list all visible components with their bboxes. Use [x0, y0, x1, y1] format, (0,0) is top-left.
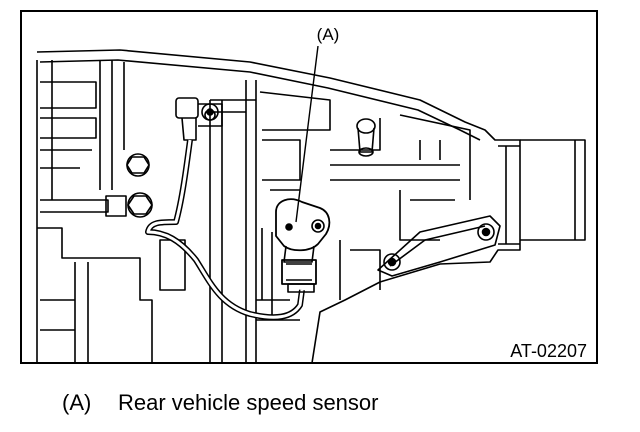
housing-inner-edge: [39, 59, 481, 141]
left-lower-casing: [37, 227, 186, 363]
legend-item: (A) Rear vehicle speed sensor: [62, 390, 378, 416]
center-bracket-ribs: [256, 91, 331, 321]
callout-label-bg: [310, 24, 346, 46]
bolt-middle-left: [127, 192, 153, 218]
bracket-bolt-left-center: [387, 257, 397, 267]
right-casing-ribs: [330, 114, 471, 300]
bolt-stud-right: [356, 118, 376, 157]
callout-leader-line: [295, 45, 319, 223]
sensor-connector: [281, 259, 317, 293]
callout-label: (A): [317, 25, 340, 44]
legend-text: Rear vehicle speed sensor: [118, 390, 379, 415]
bolt-upper-left: [126, 153, 150, 177]
figure-code: AT-02207: [510, 341, 587, 361]
figure-frame: [20, 10, 598, 364]
bracket-bolt-right-center: [481, 227, 491, 237]
center-bracket: [209, 80, 257, 363]
output-housing-ring: [498, 145, 520, 245]
figure-code-bg: [496, 340, 592, 360]
wire-clamp-left: [105, 195, 127, 217]
wire-harness-core: [146, 139, 304, 319]
output-housing: [520, 139, 586, 241]
wire-branch-left: [40, 199, 109, 213]
left-casing-ribs: [36, 60, 125, 363]
legend-key: (A): [62, 390, 92, 415]
bracket-bolt-left: [383, 253, 401, 271]
bracket-bolt-right: [477, 223, 495, 241]
rear-vehicle-speed-sensor: [275, 198, 331, 263]
mount-bracket: [377, 215, 501, 277]
